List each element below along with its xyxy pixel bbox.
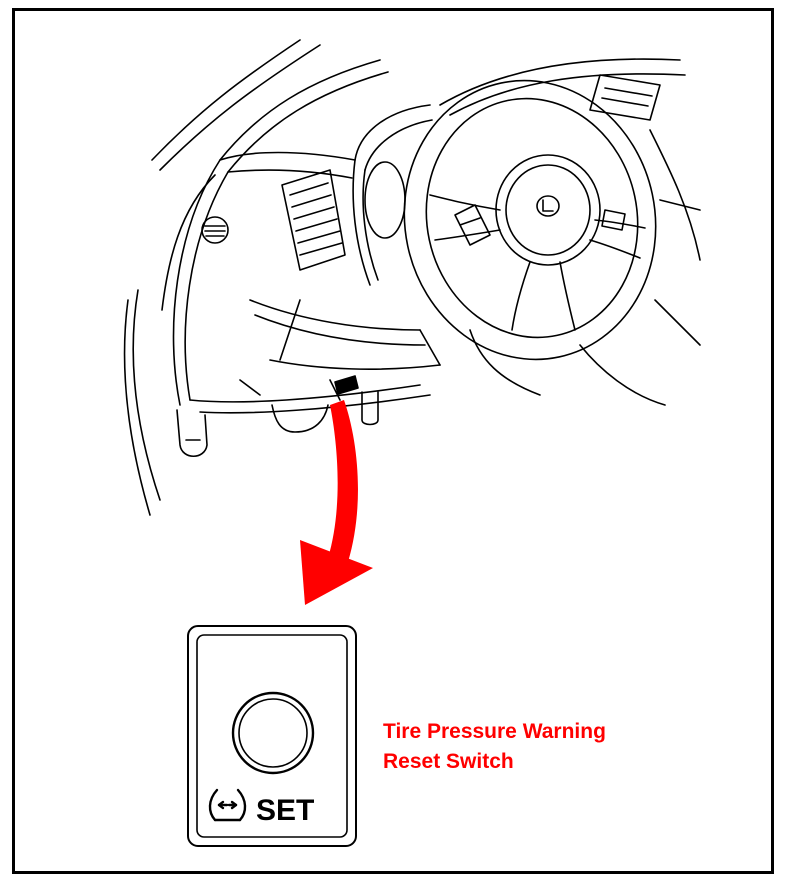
switch-set-label: SET xyxy=(256,794,314,827)
dashboard-left-panel xyxy=(172,59,431,414)
steering-column xyxy=(469,329,666,406)
lexus-emblem-icon xyxy=(536,195,560,217)
switch-location-mark xyxy=(334,375,359,395)
right-dashboard xyxy=(439,58,701,346)
lower-dashboard xyxy=(239,299,441,401)
steering-wheel xyxy=(403,79,657,361)
lower-cover xyxy=(176,391,379,458)
callout-arrow xyxy=(300,400,373,605)
tire-pressure-warning-icon xyxy=(208,788,247,822)
air-vent xyxy=(281,169,346,271)
callout-line-2: Reset Switch xyxy=(383,750,514,773)
diagram-frame xyxy=(12,8,774,874)
speaker-grille xyxy=(201,216,229,244)
callout-line-1: Tire Pressure Warning xyxy=(383,720,606,743)
instrument-cluster xyxy=(352,104,433,286)
a-pillar-lines xyxy=(123,39,321,516)
tire-pressure-callout: Tire Pressure Warning Reset Switch xyxy=(383,717,606,777)
reset-switch-panel: SET xyxy=(187,625,357,847)
